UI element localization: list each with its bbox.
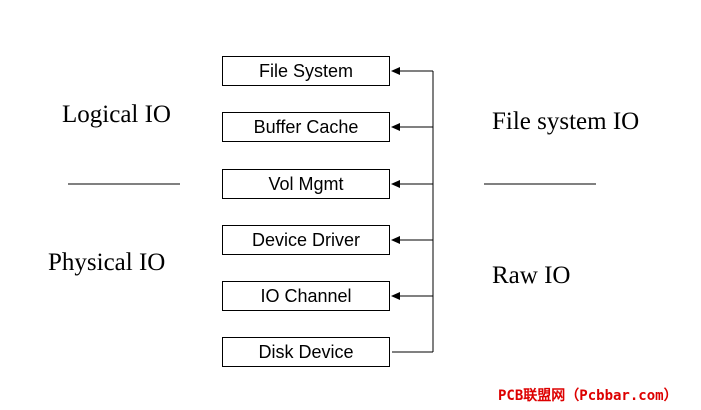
watermark: PCB联盟网（Pcbbar.com） <box>498 388 678 404</box>
layer-io-channel: IO Channel <box>222 281 390 311</box>
arrow-head <box>391 180 400 188</box>
layer-vol-mgmt: Vol Mgmt <box>222 169 390 199</box>
arrow-head <box>391 236 400 244</box>
layer-file-system: File System <box>222 56 390 86</box>
logical-io-label: Logical IO <box>62 101 171 128</box>
arrow-head <box>391 292 400 300</box>
layer-disk-device: Disk Device <box>222 337 390 367</box>
physical-io-label: Physical IO <box>48 249 166 276</box>
layer-buffer-cache: Buffer Cache <box>222 112 390 142</box>
arrow-head <box>391 123 400 131</box>
raw-io-label: Raw IO <box>492 262 571 289</box>
layer-device-driver: Device Driver <box>222 225 390 255</box>
file-system-io-label: File system IO <box>492 108 640 135</box>
arrow-head <box>391 67 400 75</box>
